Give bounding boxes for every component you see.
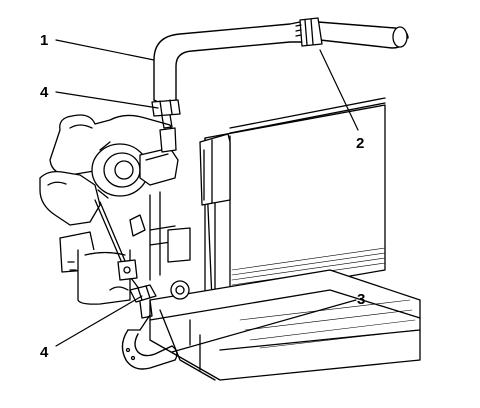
leader-3 — [171, 299, 357, 353]
callout-2-label: 2 — [356, 135, 365, 152]
lower-radiator-hose — [121, 314, 178, 370]
leader-4-bottom — [55, 295, 143, 347]
leader-2 — [319, 49, 359, 131]
hose-extension — [317, 21, 409, 49]
hose-clamp-top — [151, 99, 181, 153]
callout-4-bottom-label: 4 — [40, 344, 49, 361]
leader-lines — [55, 39, 359, 353]
leader-1 — [55, 39, 155, 61]
hose-clamp-upper — [295, 17, 323, 47]
upper-radiator-hose — [153, 21, 303, 105]
radiator-support — [149, 269, 421, 381]
callout-3-label: 3 — [357, 291, 366, 308]
callout-1-label: 1 — [40, 32, 49, 49]
engine — [39, 114, 191, 305]
leader-4-top — [55, 91, 159, 109]
hose-clamp-lower — [129, 284, 157, 319]
callout-4-top-label: 4 — [40, 84, 49, 101]
